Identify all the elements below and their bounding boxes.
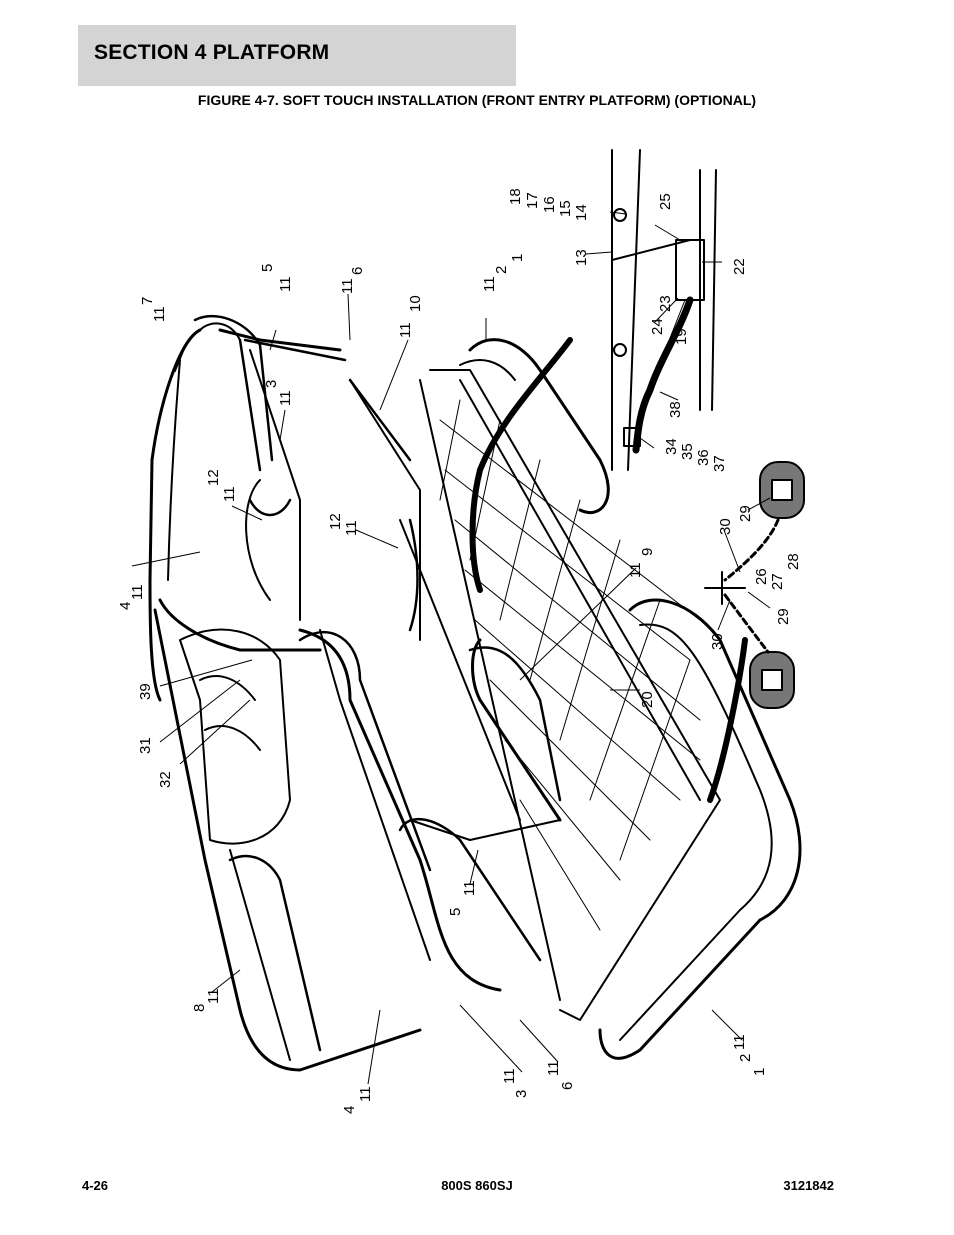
callout-10: 10 [407,295,424,312]
callout-2a: 2 [493,266,510,274]
callout-11-5a: 11 [277,276,294,292]
section-title: SECTION 4 PLATFORM [94,41,330,64]
callout-27: 27 [769,573,786,590]
callout-3a: 3 [263,380,280,388]
callout-17: 17 [524,192,541,209]
callout-20: 20 [639,691,656,708]
callout-14: 14 [573,204,590,221]
callout-30b: 30 [709,633,726,650]
callout-1b: 1 [751,1068,768,1076]
callout-31: 31 [137,737,154,754]
callout-11-6a: 11 [339,278,356,294]
callout-11-8: 11 [205,988,222,1004]
callout-29a: 29 [737,505,754,522]
callout-4b: 4 [341,1106,358,1114]
callout-12b: 12 [327,513,344,530]
callout-36: 36 [695,449,712,466]
callout-11-3a: 11 [277,390,294,406]
callout-19: 19 [673,328,690,345]
callout-9: 9 [639,548,656,556]
callout-leaders [131,211,771,1085]
callout-11-10: 11 [397,322,414,338]
callout-12a: 12 [205,469,222,486]
callout-11-3b: 11 [501,1068,518,1084]
callout-numbers: 18 17 16 15 14 25 13 22 24 23 19 38 34 3… [117,188,802,1114]
callout-35: 35 [679,443,696,460]
callout-39: 39 [137,683,154,700]
callout-2b: 2 [737,1054,754,1062]
callout-29b: 29 [775,608,792,625]
callout-11-2a: 11 [481,276,498,292]
callout-11-4b: 11 [357,1086,374,1102]
callout-7: 7 [139,297,156,305]
callout-11-5b: 11 [461,880,478,896]
callout-11-7: 11 [151,306,168,322]
callout-11-6b: 11 [545,1060,562,1076]
callout-11-12b: 11 [343,520,360,536]
callout-11-2b: 11 [731,1034,748,1050]
platform-frame-drawing [148,315,802,1072]
callout-1a: 1 [509,254,526,262]
chain-weight-drawing [704,461,805,709]
section-header-bar: SECTION 4 PLATFORM [78,25,516,86]
footer-page-number: 4-26 [82,1178,109,1193]
callout-37: 37 [711,455,728,472]
rail-detail-drawing [611,149,717,471]
callout-22: 22 [731,258,748,275]
callout-18: 18 [507,188,524,205]
callout-28: 28 [785,553,802,570]
callout-13: 13 [573,249,590,266]
callout-38: 38 [667,401,684,418]
callout-5b: 5 [447,908,464,916]
callout-32: 32 [157,771,174,788]
callout-30a: 30 [717,518,734,535]
callout-6b: 6 [559,1082,576,1090]
callout-11-12a: 11 [221,486,238,502]
callout-26: 26 [753,568,770,585]
callout-25: 25 [657,193,674,210]
callout-3b: 3 [513,1090,530,1098]
callout-5a: 5 [259,264,276,272]
callout-24: 24 [649,318,666,335]
callout-11-4a: 11 [129,584,146,600]
footer-part-number: 3121842 [783,1178,834,1193]
callout-6a: 6 [349,267,366,275]
callout-16: 16 [541,196,558,213]
callout-4a: 4 [117,602,134,610]
callout-8: 8 [191,1004,208,1012]
callout-23: 23 [657,295,674,312]
callout-11-9: 11 [627,562,644,578]
callout-34: 34 [663,438,680,455]
callout-15: 15 [557,200,574,217]
figure-caption: FIGURE 4-7. SOFT TOUCH INSTALLATION (FRO… [197,92,757,108]
footer-model: 800S 860SJ [441,1178,513,1193]
